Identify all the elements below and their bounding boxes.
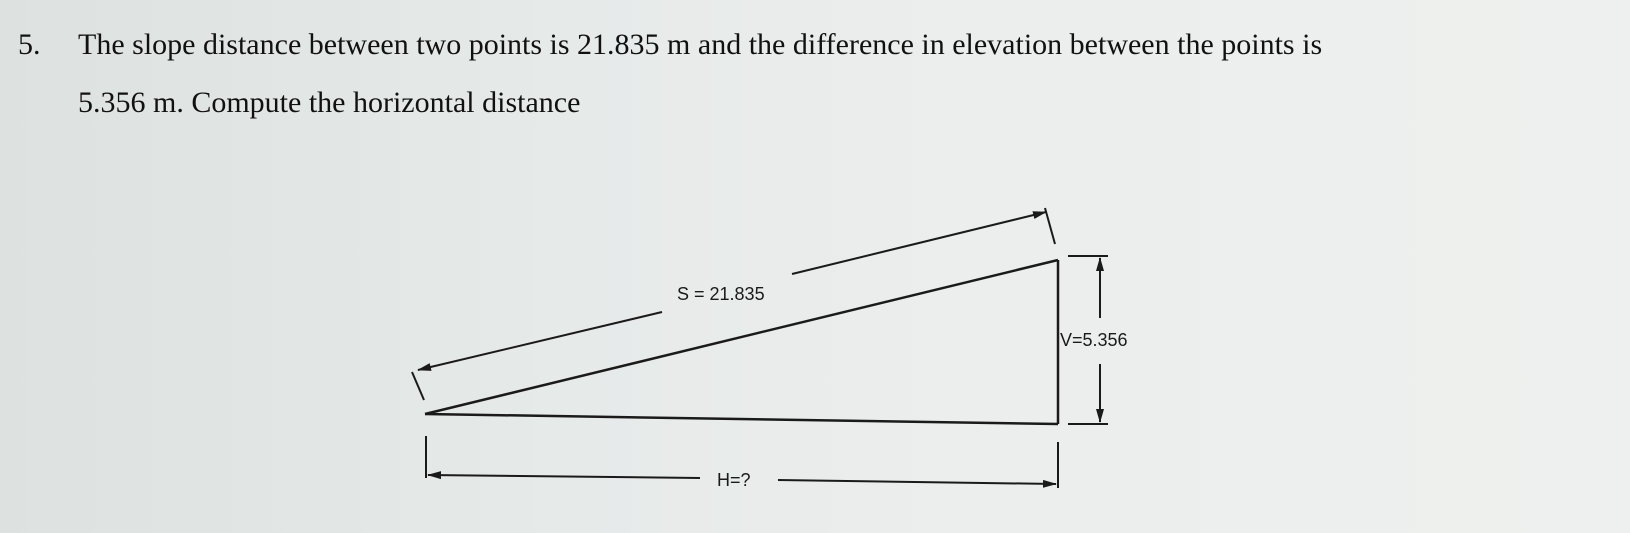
question-text-line-2: 5.356 m. Compute the horizontal distance (78, 86, 581, 119)
question-block: 5. The slope distance between two points… (0, 0, 1630, 140)
triangle-base (424, 412, 1059, 426)
question-number: 5. (18, 28, 41, 61)
vertical-label: V=5.356 (1060, 330, 1128, 350)
horizontal-arrow-left (427, 471, 701, 480)
slope-arrow-left (417, 311, 663, 371)
horizontal-arrow-right (777, 479, 1057, 488)
slope-extension-right (1044, 207, 1056, 245)
horizontal-dimension (425, 436, 1059, 488)
triangle-hypotenuse (424, 258, 1059, 416)
triangle (424, 258, 1060, 426)
slope-extension-left (411, 371, 425, 401)
vertical-dimension (1068, 255, 1108, 425)
slope-dimension (411, 207, 1056, 401)
slope-arrow-right (791, 211, 1047, 275)
horizontal-label: H=? (717, 470, 751, 490)
question-text-line-1: The slope distance between two points is… (78, 28, 1323, 61)
slope-label: S = 21.835 (677, 284, 765, 304)
